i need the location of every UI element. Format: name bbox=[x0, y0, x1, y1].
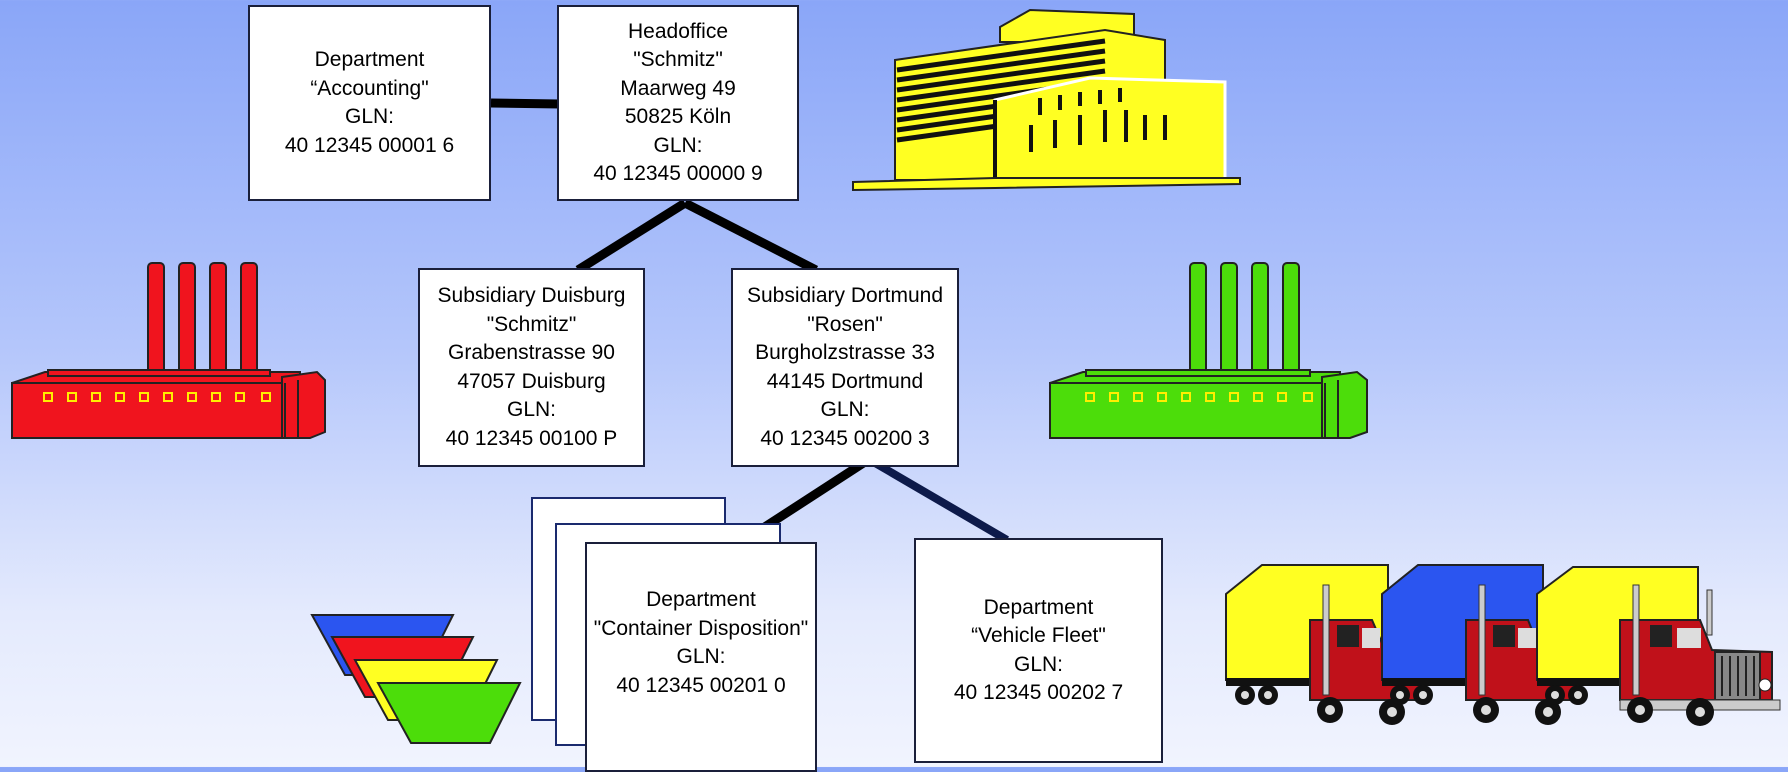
truck-2 bbox=[1381, 564, 1576, 725]
container-line-2: "Container Disposition" bbox=[593, 616, 809, 640]
duisburg-line-5: GLN: bbox=[506, 398, 556, 421]
duisburg-line-1: Subsidiary Duisburg bbox=[437, 284, 626, 307]
accounting-line-3: GLN: bbox=[344, 105, 394, 128]
duisburg-line-6: 40 12345 00100 P bbox=[445, 426, 618, 450]
dortmund-line-6: 40 12345 00200 3 bbox=[760, 426, 930, 450]
fleet-line-4: 40 12345 00202 7 bbox=[953, 681, 1124, 704]
accounting-line-4: 40 12345 00001 6 bbox=[284, 133, 455, 157]
dortmund-line-4: 44145 Dortmund bbox=[766, 369, 924, 393]
fleet-line-2: “Vehicle Fleet" bbox=[971, 624, 1106, 647]
headoffice-line-2: "Schmitz" bbox=[633, 48, 723, 71]
headoffice-line-4: 50825 Köln bbox=[624, 105, 732, 128]
container-line-3: GLN: bbox=[676, 645, 726, 668]
duisburg-line-2: "Schmitz" bbox=[486, 312, 577, 336]
dortmund-line-5: GLN: bbox=[820, 398, 870, 421]
connector-accounting-headoffice bbox=[490, 98, 561, 109]
duisburg-line-4: 47057 Duisburg bbox=[457, 369, 606, 393]
connector-headoffice-dortmund bbox=[682, 198, 819, 275]
headoffice-line-6: 40 12345 00000 9 bbox=[593, 162, 763, 185]
truck-1 bbox=[1225, 564, 1421, 725]
headoffice-box: Headoffice "Schmitz" Maarweg 49 50825 Kö… bbox=[557, 5, 799, 201]
subsidiary-dortmund-box: Subsidiary Dortmund "Rosen" Burgholzstra… bbox=[731, 268, 959, 467]
headoffice-line-1: Headoffice bbox=[627, 19, 729, 43]
dept-container-disposition-box: Department "Container Disposition" GLN: … bbox=[585, 542, 817, 772]
headoffice-line-3: Maarweg 49 bbox=[620, 76, 736, 100]
subsidiary-duisburg-box: Subsidiary Duisburg "Schmitz" Grabenstra… bbox=[418, 268, 645, 467]
duisburg-line-3: Grabenstrasse 90 bbox=[448, 341, 615, 364]
dept-accounting-box: Department “Accounting" GLN: 40 12345 00… bbox=[248, 5, 491, 201]
container-line-4: 40 12345 00201 0 bbox=[616, 673, 786, 697]
connector-headoffice-duisburg bbox=[575, 199, 688, 274]
container-line-1: Department bbox=[646, 588, 756, 611]
headoffice-line-5: GLN: bbox=[653, 133, 703, 157]
dortmund-line-3: Burgholzstrasse 33 bbox=[755, 341, 935, 364]
dortmund-line-1: Subsidiary Dortmund bbox=[746, 284, 944, 307]
accounting-line-1: Department bbox=[314, 48, 425, 71]
accounting-line-2: “Accounting" bbox=[310, 76, 429, 100]
dortmund-line-2: "Rosen" bbox=[807, 312, 883, 336]
truck-3 bbox=[1536, 566, 1781, 726]
fleet-line-1: Department bbox=[983, 595, 1094, 619]
connector-dortmund-fleet bbox=[867, 456, 1010, 544]
fleet-line-3: GLN: bbox=[1013, 652, 1063, 676]
dept-vehicle-fleet-box: Department “Vehicle Fleet" GLN: 40 12345… bbox=[914, 538, 1163, 763]
